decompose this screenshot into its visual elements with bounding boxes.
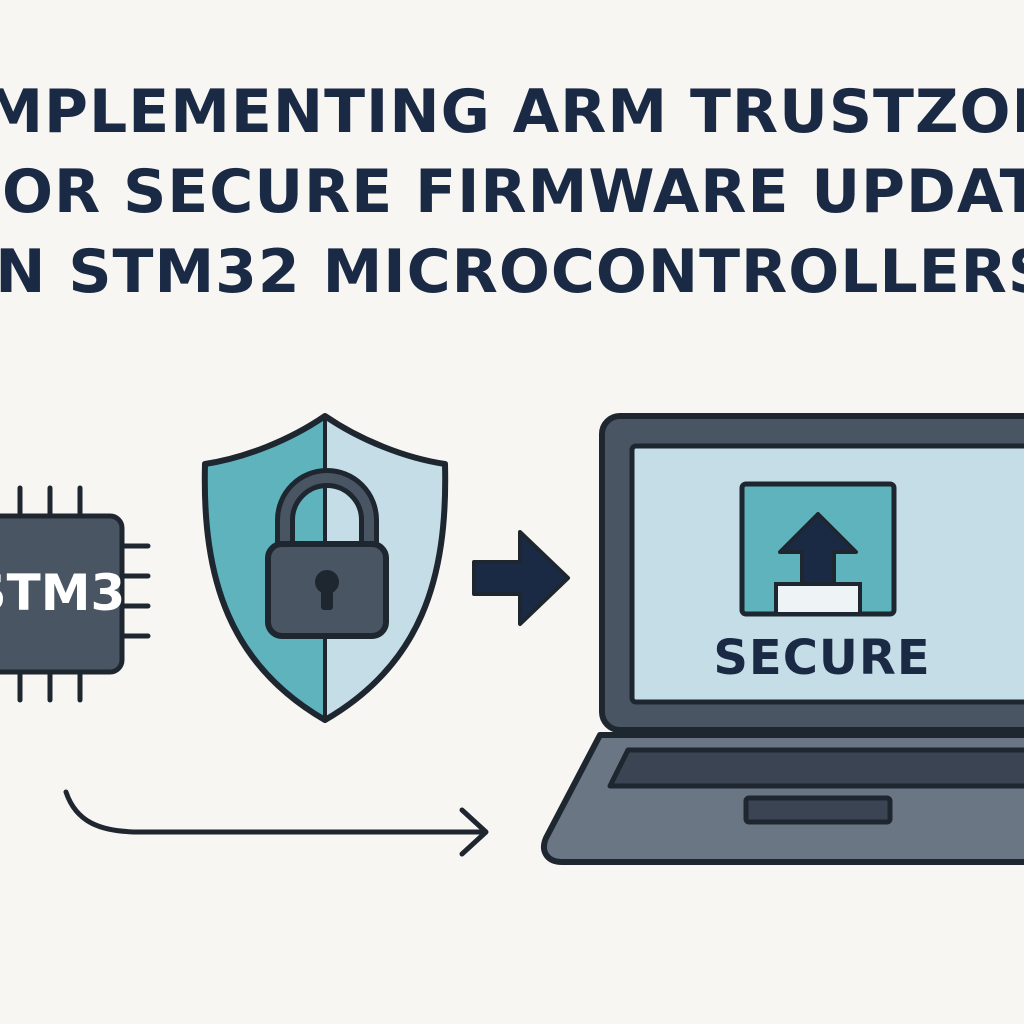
- right-arrow-icon: [472, 530, 570, 626]
- chip-label: STM3: [0, 564, 125, 622]
- keyhole-icon: [315, 570, 339, 594]
- padlock-shackle: [280, 473, 374, 550]
- laptop-keyboard: [607, 747, 1024, 789]
- title-line-3: IN STM32 MICROCONTROLLERS: [0, 237, 1024, 307]
- upload-tray: [774, 582, 862, 616]
- title-line-2: FOR SECURE FIRMWARE UPDATES: [0, 157, 1024, 227]
- secure-label: SECURE: [713, 630, 930, 686]
- title-line-1: IMPLEMENTING ARM TRUSTZONE: [0, 77, 1024, 147]
- page-title: IMPLEMENTING ARM TRUSTZONE FOR SECURE FI…: [0, 72, 1024, 312]
- curved-arrow-icon: [63, 789, 489, 857]
- chip-body: [0, 513, 125, 675]
- microcontroller-chip-icon: [0, 485, 151, 703]
- upload-icon: [739, 481, 897, 617]
- shield-outline: [201, 413, 449, 723]
- laptop-trackpad: [743, 795, 893, 825]
- shield-lock-icon: [201, 413, 449, 723]
